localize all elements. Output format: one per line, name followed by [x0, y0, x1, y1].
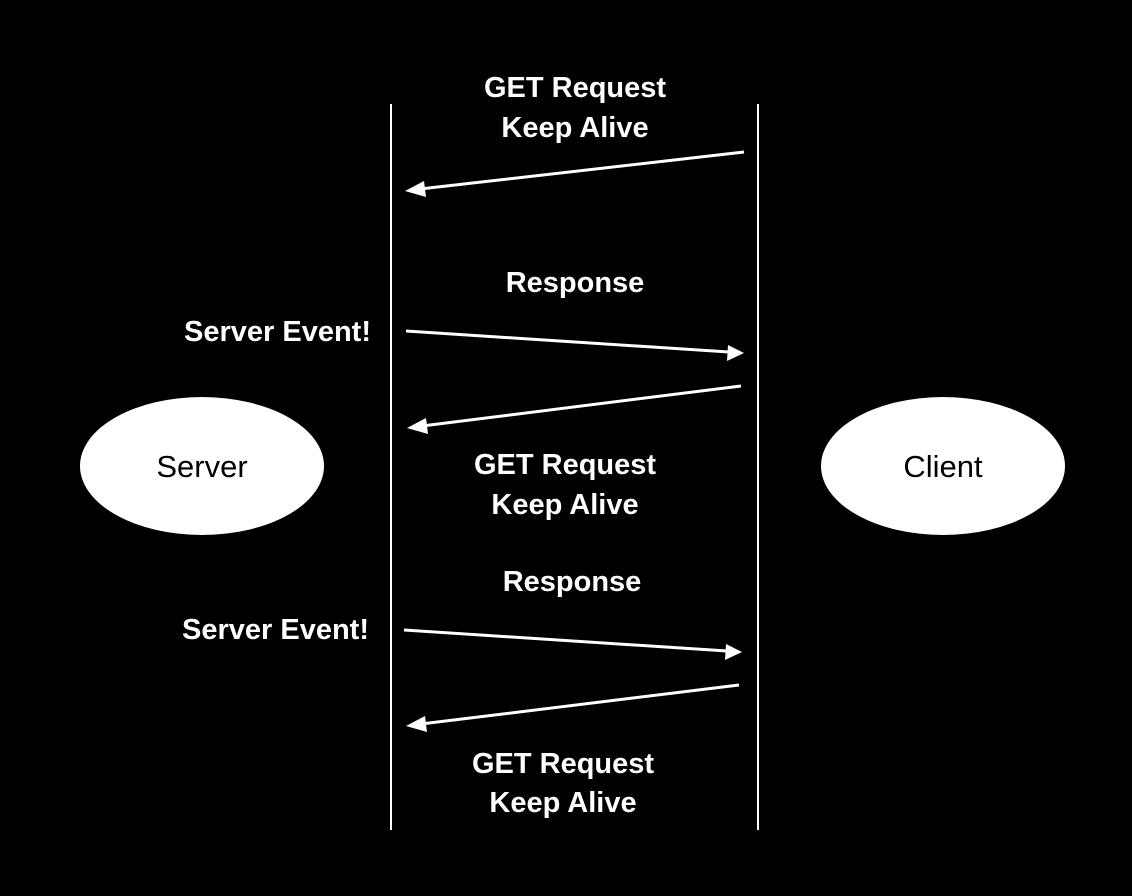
- client-node: Client: [821, 397, 1065, 535]
- server-event-2-label: Server Event!: [182, 614, 369, 646]
- request-2-arrow: [407, 384, 742, 434]
- request-1-arrow: [405, 150, 745, 197]
- request-1-label-line1: GET Request: [484, 72, 666, 104]
- response-2-label: Response: [503, 566, 642, 598]
- client-label: Client: [903, 449, 983, 484]
- request-1-label-line2: Keep Alive: [501, 112, 648, 144]
- server-ellipse: [80, 397, 324, 535]
- request-3-label-line1: GET Request: [472, 748, 654, 780]
- client-ellipse: [821, 397, 1065, 535]
- server-label: Server: [156, 449, 247, 484]
- request-2-label-line1: GET Request: [474, 449, 656, 481]
- server-node: Server: [80, 397, 324, 535]
- request-2-label-line2: Keep Alive: [491, 489, 638, 521]
- response-2-arrow: [403, 628, 742, 660]
- response-1-arrow: [405, 329, 744, 361]
- request-3-label-line2: Keep Alive: [489, 787, 636, 819]
- server-event-1-label: Server Event!: [184, 316, 371, 348]
- request-3-arrow: [406, 683, 740, 732]
- response-1-label: Response: [506, 267, 645, 299]
